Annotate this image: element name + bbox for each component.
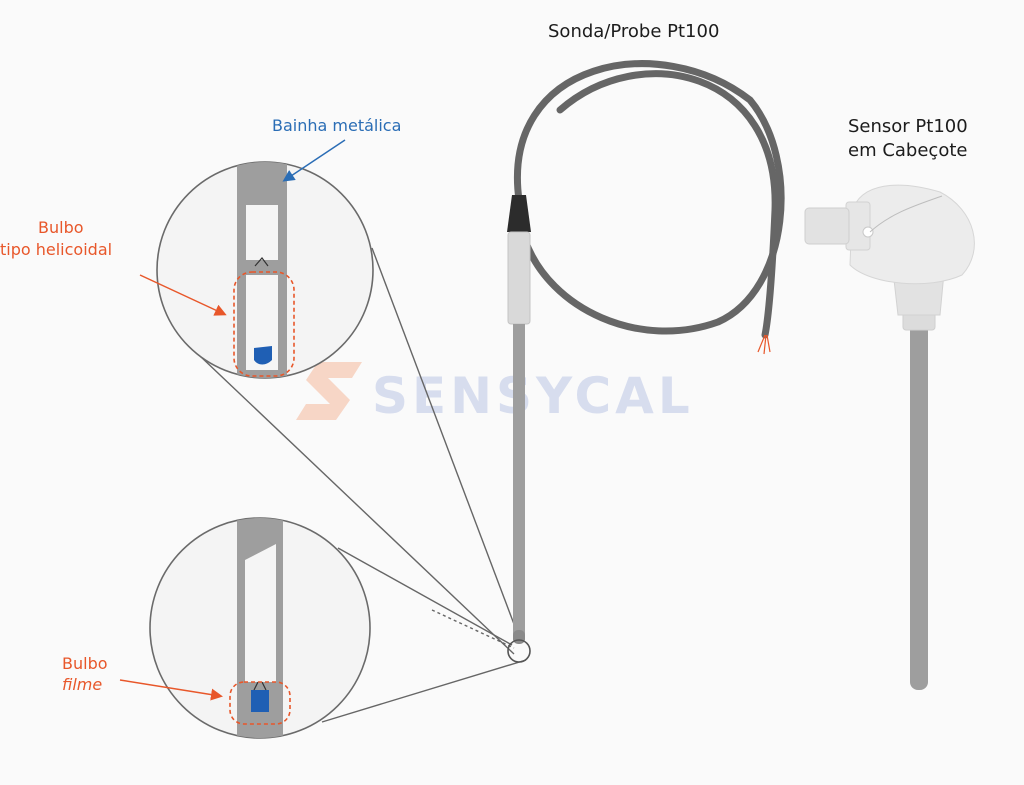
- film-bulb-label-line2: filme: [62, 675, 103, 695]
- sheath-label: Bainha metálica: [272, 116, 402, 135]
- zoom-lines: [199, 247, 527, 723]
- probe-cable: [513, 60, 785, 339]
- probe-tip-highlight: [507, 639, 531, 663]
- arrow-helical: [139, 274, 227, 316]
- arrow-sheath: [282, 139, 346, 182]
- arrow-film: [119, 679, 223, 701]
- film-bulb-label-line1: Bulbo: [62, 654, 108, 673]
- zoom-circle-helical: [156, 161, 374, 379]
- head-sensor-label-line2: em Cabeçote: [848, 139, 968, 161]
- watermark-logo: SENSYCAL: [296, 362, 694, 425]
- probe-body: [507, 195, 531, 644]
- cable-wire-tips: [757, 334, 771, 355]
- head-sensor: [804, 184, 975, 690]
- helical-bulb-label: Bulbo tipo helicoidal: [0, 218, 112, 259]
- zoom-circle-film: [149, 517, 371, 739]
- watermark-text: SENSYCAL: [372, 367, 694, 425]
- head-sensor-label: Sensor Pt100 em Cabeçote: [848, 116, 968, 161]
- film-bulb-label: Bulbo filme: [62, 654, 108, 694]
- probe-title: Sonda/Probe Pt100: [548, 21, 720, 42]
- head-sensor-label-line1: Sensor Pt100: [848, 116, 968, 137]
- helical-bulb-label-line2: tipo helicoidal: [0, 240, 113, 260]
- helical-bulb-label-line1: Bulbo: [38, 218, 84, 237]
